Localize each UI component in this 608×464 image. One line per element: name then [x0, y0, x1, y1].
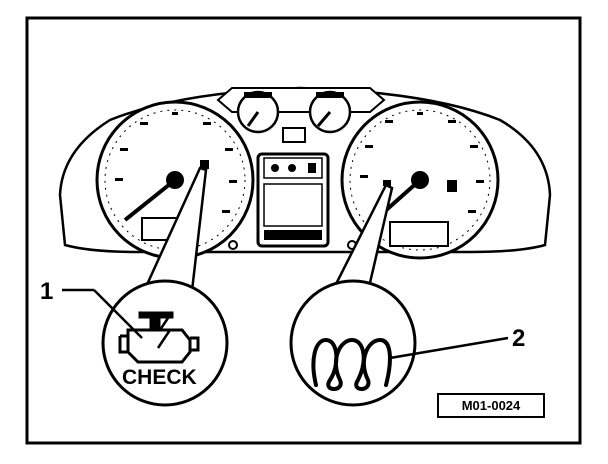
callout-number-1: 1: [40, 278, 54, 305]
center-display: [256, 127, 330, 248]
glow-plug-coil-icon: [311, 337, 392, 391]
outer-frame: [25, 16, 582, 445]
figure-reference-code: M01-0024: [437, 393, 545, 418]
mount-hole-left: [228, 240, 238, 250]
callout-2-line: [389, 336, 509, 360]
callout-1-line-b: [93, 289, 143, 339]
check-label: CHECK: [122, 366, 197, 389]
top-small-gauges: [236, 90, 352, 134]
engine-check-icon: [118, 311, 200, 364]
glow-plug-magnifier: [289, 279, 417, 407]
callout-number-2: 2: [512, 325, 526, 352]
